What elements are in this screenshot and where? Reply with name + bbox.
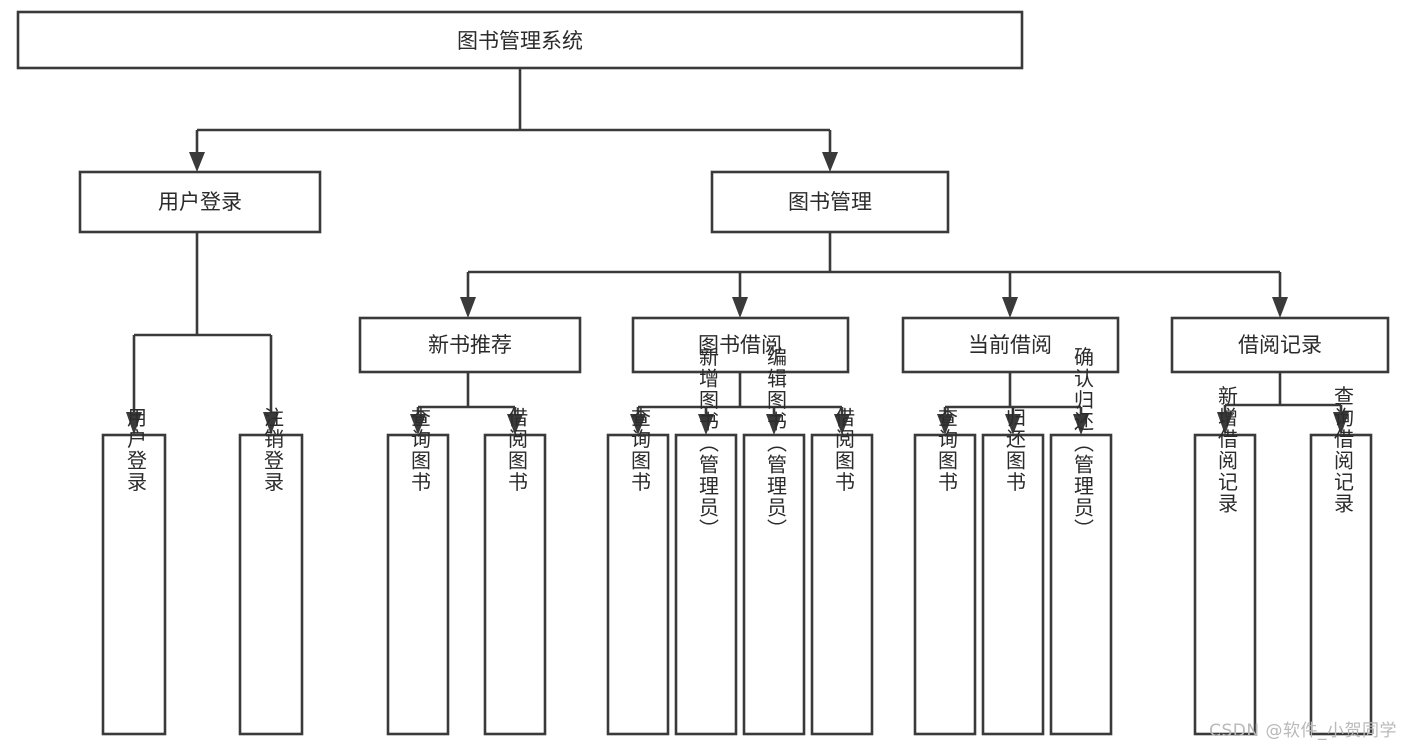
leaf-query-book-current-label: 查询图书: [935, 407, 959, 493]
node-book-borrow-rect[interactable]: [631, 316, 850, 374]
leaf-query-book-borrow[interactable]: 查询图书: [606, 407, 670, 736]
arrow-leaf-query-record: [1333, 412, 1349, 435]
leaf-add-borrow-record[interactable]: 新增借阅记录: [1193, 385, 1257, 736]
connectors-current-borrow-children: [937, 372, 1089, 435]
leaf-confirm-return-admin-label: 确认归还（管理员）: [1071, 346, 1095, 540]
leaf-query-borrow-record-label: 查询借阅记录: [1331, 385, 1355, 514]
node-book-borrow[interactable]: 图书借阅: [631, 316, 850, 374]
arrow-to-user-login: [189, 152, 205, 172]
arrow-leaf-logout: [263, 412, 279, 435]
leaf-edit-book-admin-rect[interactable]: [742, 433, 806, 736]
arrow-leaf-query-book-2: [630, 414, 646, 435]
leaf-add-book-admin-rect[interactable]: [674, 433, 738, 736]
node-new-book-recommend[interactable]: 新书推荐: [358, 316, 582, 374]
arrow-leaf-return-book: [1005, 414, 1021, 435]
node-current-borrow[interactable]: 当前借阅: [901, 316, 1120, 374]
leaf-add-book-admin[interactable]: 新增图书（管理员）: [674, 346, 738, 736]
leaf-borrow-book-new-label: 借阅图书: [505, 407, 529, 493]
leaf-borrow-book-borrow-rect[interactable]: [810, 433, 874, 736]
node-new-book-recommend-rect[interactable]: [358, 316, 582, 374]
node-root-rect[interactable]: [16, 10, 1024, 70]
leaf-add-borrow-record-rect[interactable]: [1193, 433, 1257, 736]
node-book-manage[interactable]: 图书管理: [710, 170, 950, 234]
leaf-add-book-admin-label: 新增图书（管理员）: [696, 346, 720, 540]
leaf-return-book[interactable]: 归还图书: [981, 407, 1045, 736]
leaf-user-login-label: 用户登录: [124, 407, 148, 493]
arrow-leaf-query-book-3: [937, 414, 953, 435]
leaf-query-book-new[interactable]: 查询图书: [386, 407, 450, 736]
leaf-add-borrow-record-label: 新增借阅记录: [1215, 385, 1239, 514]
leaf-user-login-rect[interactable]: [101, 433, 167, 736]
leaf-query-borrow-record[interactable]: 查询借阅记录: [1309, 385, 1373, 736]
leaf-query-book-new-label: 查询图书: [408, 407, 432, 493]
leaf-edit-book-admin[interactable]: 编辑图书（管理员）: [742, 346, 806, 736]
node-current-borrow-label: 当前借阅: [968, 333, 1052, 357]
connectors-root-to-level2: [189, 68, 838, 172]
leaf-confirm-return-admin-rect[interactable]: [1049, 433, 1113, 736]
node-user-login[interactable]: 用户登录: [78, 170, 322, 234]
leaf-query-borrow-record-rect[interactable]: [1309, 433, 1373, 736]
node-root[interactable]: 图书管理系统: [16, 10, 1024, 70]
arrow-leaf-add-record: [1217, 412, 1233, 435]
leaf-borrow-book-new[interactable]: 借阅图书: [483, 407, 547, 736]
arrow-to-new-books: [460, 297, 476, 318]
node-current-borrow-rect[interactable]: [901, 316, 1120, 374]
arrow-to-borrow: [732, 297, 748, 318]
node-book-manage-rect[interactable]: [710, 170, 950, 234]
arrow-leaf-edit-book: [766, 414, 782, 435]
arrow-to-current-borrow: [1002, 297, 1018, 318]
leaf-logout[interactable]: 注销登录: [238, 407, 304, 736]
leaf-borrow-book-borrow[interactable]: 借阅图书: [810, 407, 874, 736]
leaf-confirm-return-admin[interactable]: 确认归还（管理员）: [1049, 346, 1113, 736]
arrow-leaf-borrow-book-1: [507, 414, 523, 435]
arrow-leaf-user-login: [126, 412, 142, 435]
leaf-borrow-book-borrow-label: 借阅图书: [832, 407, 856, 493]
arrow-to-book-manage: [822, 152, 838, 172]
node-book-borrow-label: 图书借阅: [698, 333, 782, 357]
connectors-borrow-children: [630, 372, 850, 435]
leaf-query-book-borrow-rect[interactable]: [606, 433, 670, 736]
leaf-query-book-current[interactable]: 查询图书: [913, 407, 977, 736]
node-user-login-label: 用户登录: [158, 190, 242, 214]
connectors-new-books-children: [410, 372, 523, 435]
leaf-return-book-label: 归还图书: [1003, 407, 1027, 493]
arrow-to-borrow-records: [1272, 297, 1288, 318]
leaf-logout-label: 注销登录: [261, 407, 285, 493]
node-root-label: 图书管理系统: [457, 29, 583, 53]
connectors-user-login-children: [126, 232, 279, 435]
connectors-borrow-records-children: [1217, 372, 1349, 435]
node-borrow-record[interactable]: 借阅记录: [1170, 316, 1390, 374]
arrow-leaf-query-book-1: [410, 414, 426, 435]
leaf-query-book-new-rect[interactable]: [386, 433, 450, 736]
node-borrow-record-rect[interactable]: [1170, 316, 1390, 374]
node-user-login-rect[interactable]: [78, 170, 322, 234]
node-borrow-record-label: 借阅记录: [1238, 333, 1322, 357]
leaf-query-book-current-rect[interactable]: [913, 433, 977, 736]
arrow-leaf-confirm-return: [1073, 414, 1089, 435]
leaf-user-login[interactable]: 用户登录: [101, 407, 167, 736]
arrow-leaf-add-book: [698, 414, 714, 435]
leaf-edit-book-admin-label: 编辑图书（管理员）: [764, 346, 788, 540]
node-book-manage-label: 图书管理: [788, 190, 872, 214]
leaf-query-book-borrow-label: 查询图书: [628, 407, 652, 493]
connectors-book-manage-children: [460, 232, 1288, 318]
leaf-borrow-book-new-rect[interactable]: [483, 433, 547, 736]
arrow-leaf-borrow-book-2: [834, 414, 850, 435]
leaf-logout-rect[interactable]: [238, 433, 304, 736]
node-new-book-recommend-label: 新书推荐: [428, 333, 512, 357]
leaf-return-book-rect[interactable]: [981, 433, 1045, 736]
